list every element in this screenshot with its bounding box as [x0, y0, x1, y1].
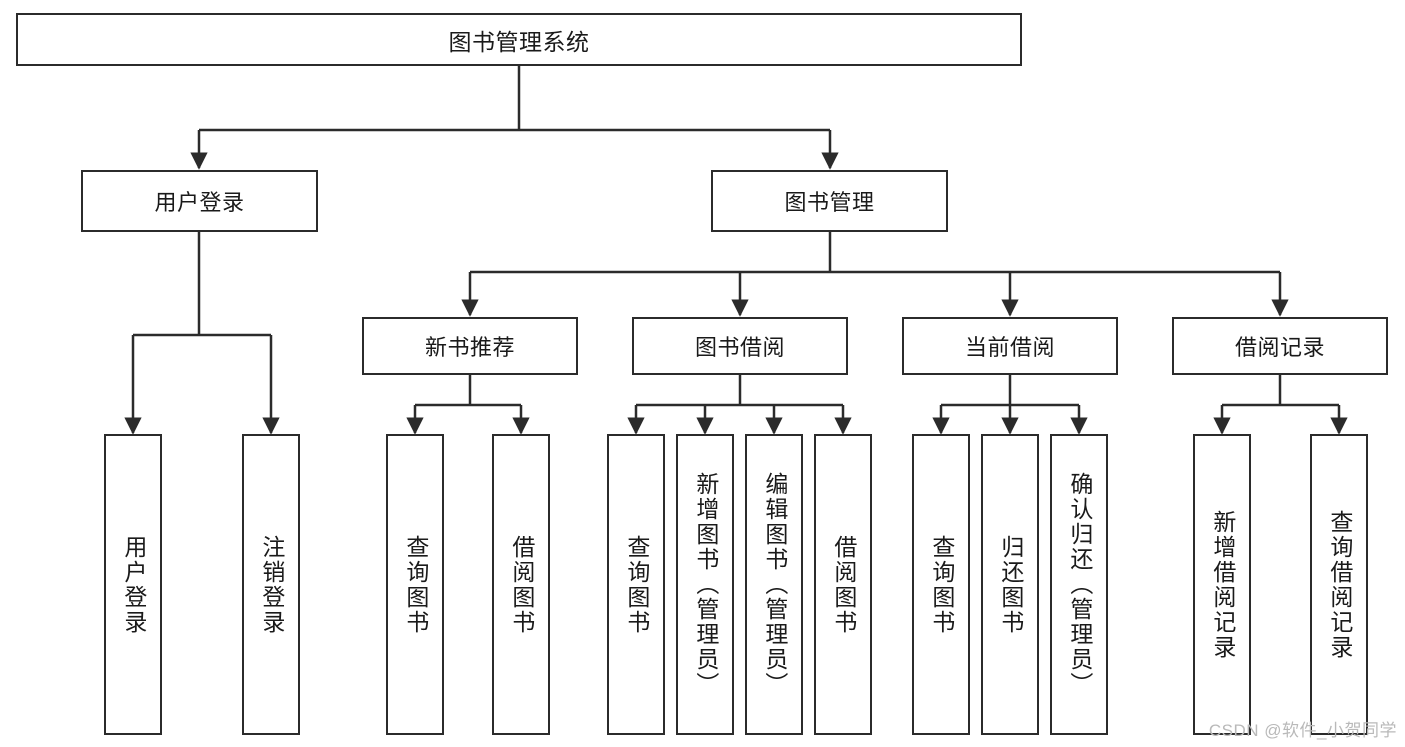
leaf-add-book[interactable]: 新增图书（管理员） — [676, 434, 734, 735]
watermark: CSDN @软件_小贺同学 — [1208, 721, 1397, 740]
node-book-manage[interactable]: 图书管理 — [711, 170, 948, 232]
node-borrow-record[interactable]: 借阅记录 — [1172, 317, 1388, 375]
leaf-add-record-label: 新增借阅记录 — [1209, 509, 1236, 660]
leaf-edit-book[interactable]: 编辑图书（管理员） — [745, 434, 803, 735]
node-new-book-rec-label: 新书推荐 — [424, 335, 515, 360]
leaf-return-book[interactable]: 归还图书 — [981, 434, 1039, 735]
leaf-query-book-2-label: 查询图书 — [623, 534, 650, 635]
leaf-user-login[interactable]: 用户登录 — [104, 434, 162, 735]
leaf-return-book-label: 归还图书 — [997, 534, 1024, 635]
leaf-logout[interactable]: 注销登录 — [242, 434, 300, 735]
node-current-borrow-label: 当前借阅 — [964, 335, 1055, 360]
leaf-user-login-label: 用户登录 — [120, 534, 147, 635]
node-book-borrow-label: 图书借阅 — [694, 335, 785, 360]
node-root-system[interactable]: 图书管理系统 — [16, 13, 1022, 66]
leaf-query-record-label: 查询借阅记录 — [1326, 509, 1353, 660]
leaf-query-book-3-label: 查询图书 — [928, 534, 955, 635]
leaf-query-book-3[interactable]: 查询图书 — [912, 434, 970, 735]
leaf-add-book-label: 新增图书（管理员） — [692, 472, 719, 697]
node-user-login-label: 用户登录 — [154, 190, 245, 215]
leaf-query-book-1-label: 查询图书 — [402, 534, 429, 635]
leaf-confirm-return[interactable]: 确认归还（管理员） — [1050, 434, 1108, 735]
node-book-borrow[interactable]: 图书借阅 — [632, 317, 848, 375]
leaf-add-record[interactable]: 新增借阅记录 — [1193, 434, 1251, 735]
node-borrow-record-label: 借阅记录 — [1234, 335, 1325, 360]
leaf-query-record[interactable]: 查询借阅记录 — [1310, 434, 1368, 735]
leaf-borrow-book-1-label: 借阅图书 — [508, 534, 535, 635]
leaf-edit-book-label: 编辑图书（管理员） — [761, 472, 788, 697]
leaf-confirm-return-label: 确认归还（管理员） — [1066, 472, 1093, 697]
node-book-manage-label: 图书管理 — [784, 190, 875, 215]
node-new-book-rec[interactable]: 新书推荐 — [362, 317, 578, 375]
leaf-borrow-book-2[interactable]: 借阅图书 — [814, 434, 872, 735]
node-root-system-label: 图书管理系统 — [448, 28, 590, 55]
leaf-borrow-book-2-label: 借阅图书 — [830, 534, 857, 635]
node-current-borrow[interactable]: 当前借阅 — [902, 317, 1118, 375]
leaf-query-book-2[interactable]: 查询图书 — [607, 434, 665, 735]
leaf-query-book-1[interactable]: 查询图书 — [386, 434, 444, 735]
leaf-borrow-book-1[interactable]: 借阅图书 — [492, 434, 550, 735]
leaf-logout-label: 注销登录 — [258, 534, 285, 635]
node-user-login[interactable]: 用户登录 — [81, 170, 318, 232]
